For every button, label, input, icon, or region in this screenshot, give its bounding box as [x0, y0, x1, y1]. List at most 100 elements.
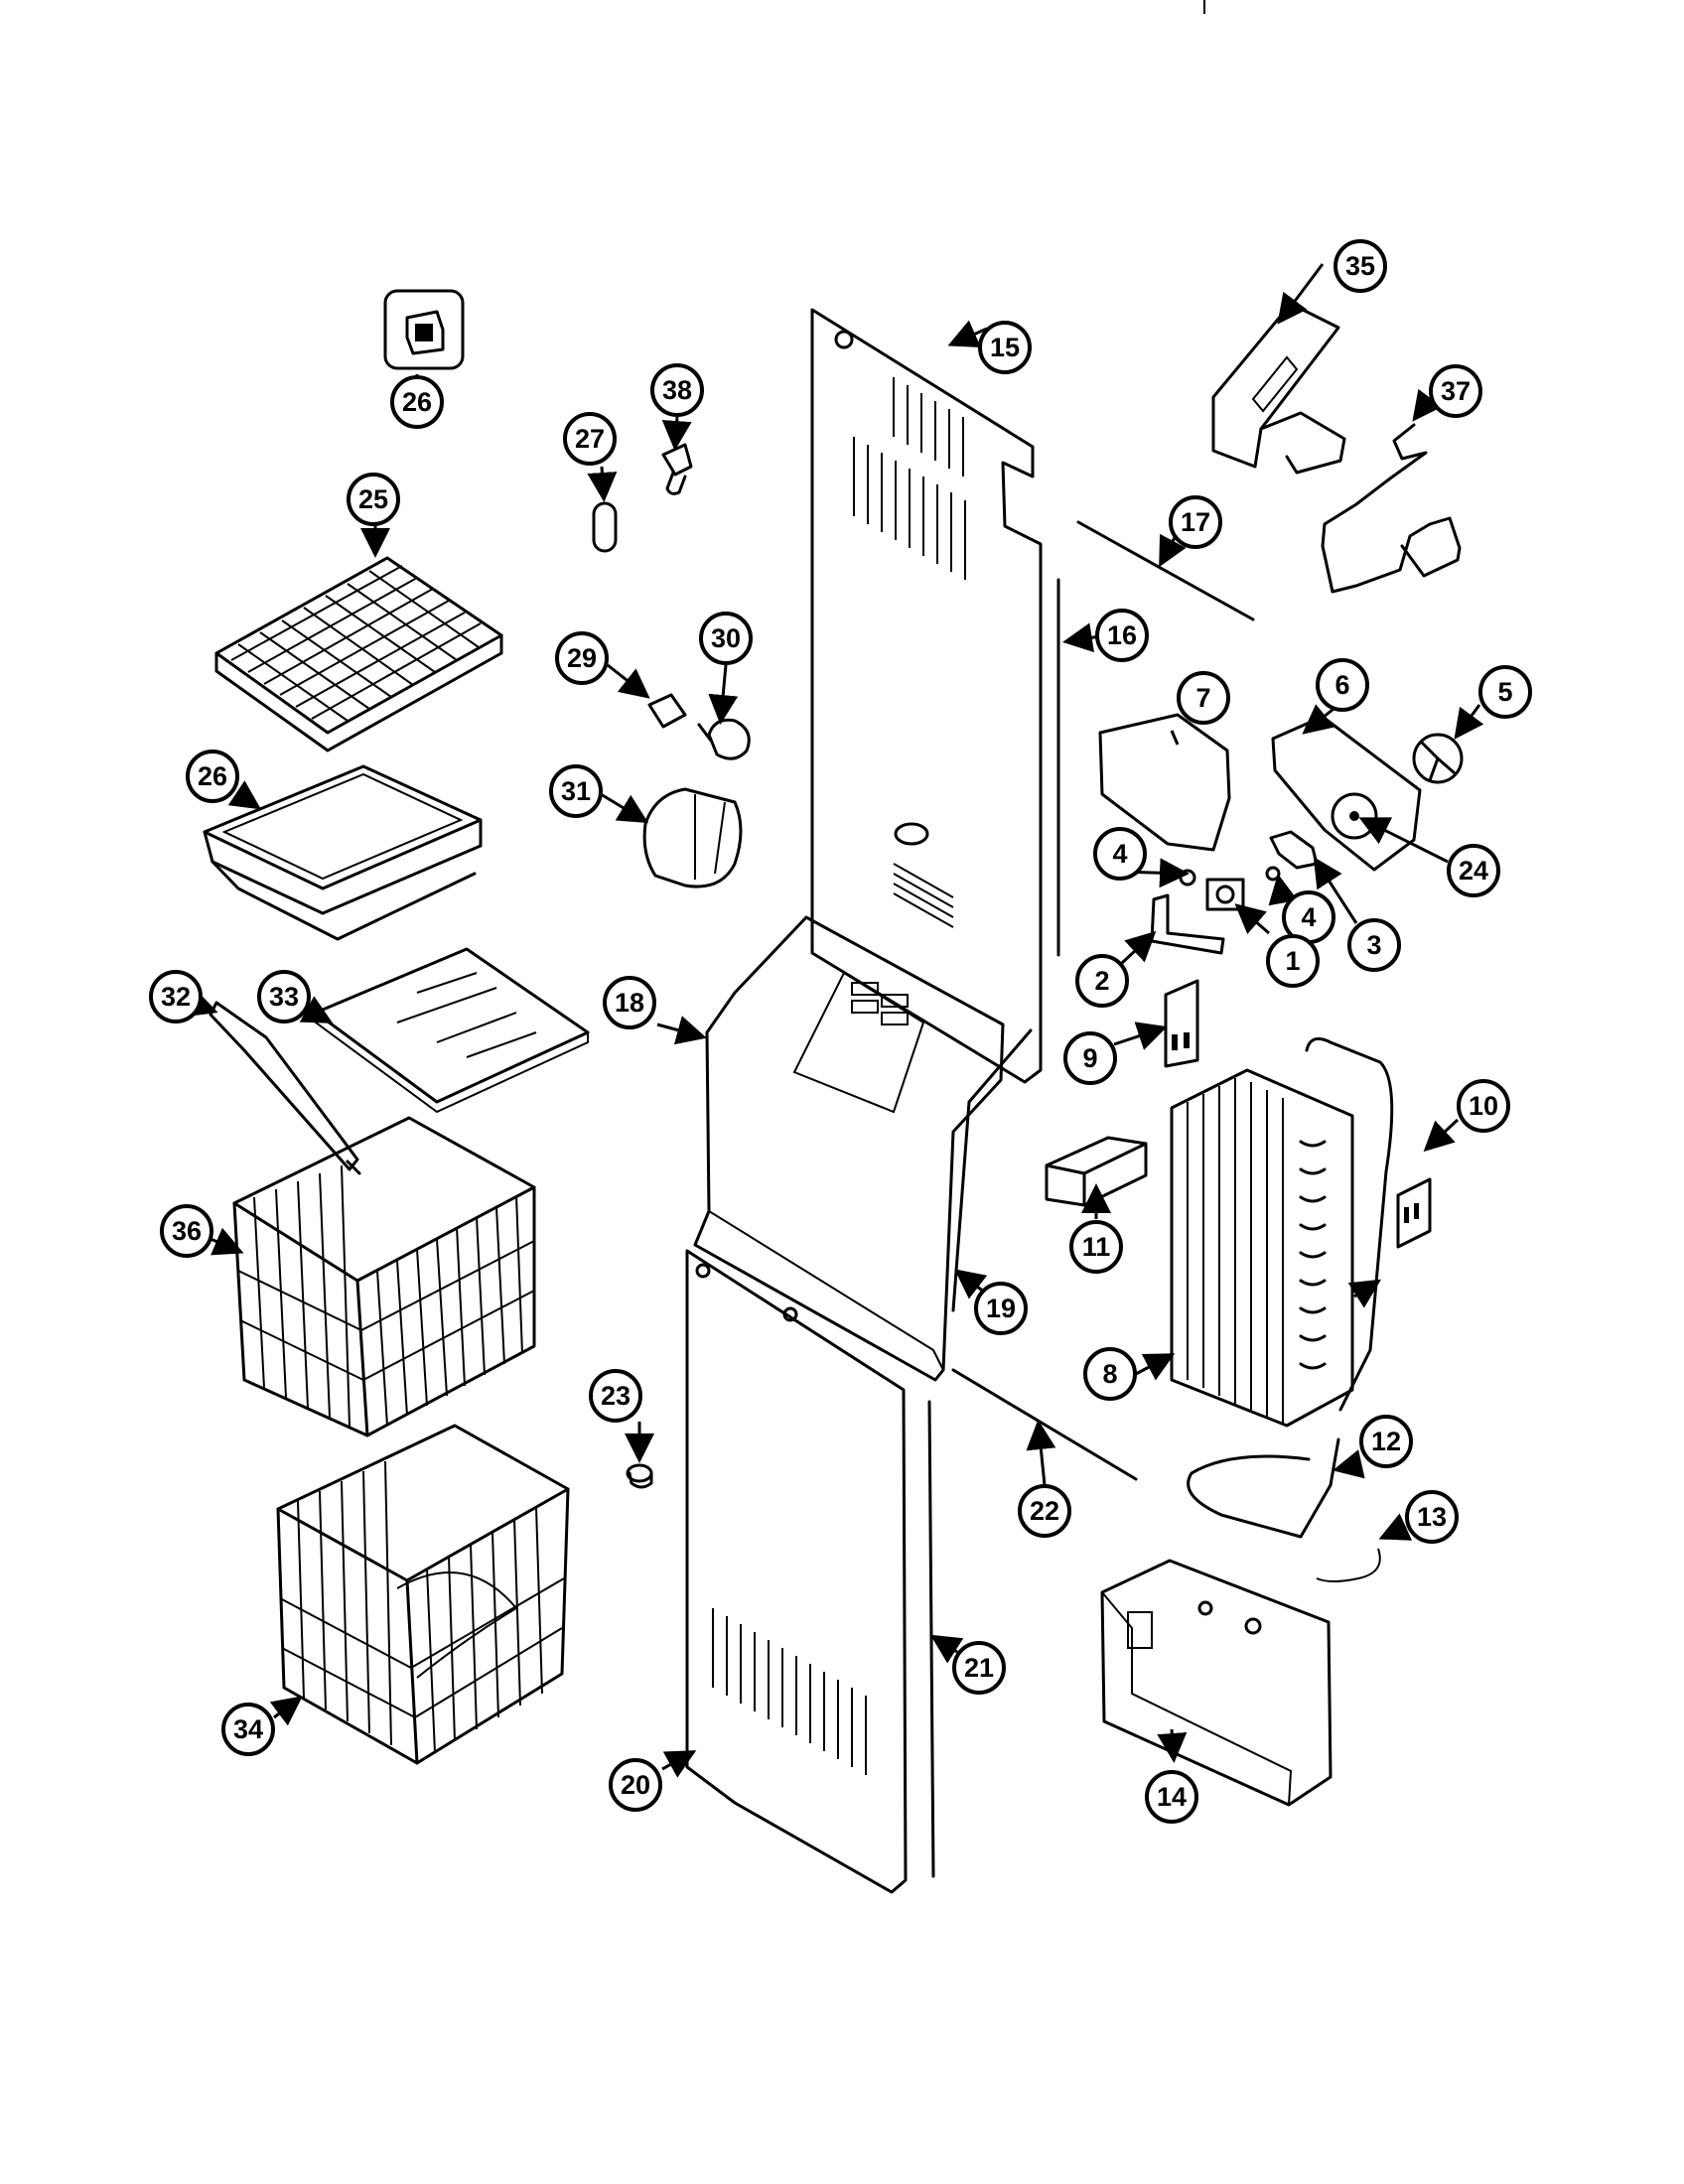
svg-text:14: 14: [1157, 1782, 1187, 1812]
motor-bracket-part: [1269, 830, 1319, 870]
svg-text:3: 3: [1366, 930, 1381, 960]
plug-part: [626, 1463, 653, 1489]
fan-motor-part: [1205, 878, 1245, 911]
wire-basket-lower-part: [276, 1424, 570, 1765]
svg-text:13: 13: [1417, 1502, 1447, 1532]
svg-text:20: 20: [621, 1770, 650, 1800]
callout-31: 31: [549, 764, 603, 818]
callout-15: 15: [978, 321, 1032, 374]
callout-37: 36: [160, 1204, 213, 1258]
callout-20: 20: [609, 1758, 662, 1812]
strip-17-part: [1076, 520, 1255, 621]
bracket-35-part: [1211, 302, 1346, 475]
svg-text:35: 35: [1345, 251, 1375, 281]
svg-text:6: 6: [1334, 670, 1349, 700]
bulb-part: [697, 718, 751, 760]
callout-7: 7: [1177, 671, 1230, 725]
callout-8: 8: [1083, 1347, 1137, 1401]
svg-text:8: 8: [1102, 1359, 1117, 1389]
svg-text:5: 5: [1497, 677, 1512, 707]
callout-12: 12: [1359, 1415, 1413, 1468]
svg-text:4: 4: [1301, 902, 1316, 932]
clip-9-part: [1164, 979, 1199, 1068]
svg-text:22: 22: [1030, 1496, 1059, 1526]
callout-24: 24: [1447, 844, 1500, 897]
wire-13-part: [1316, 1548, 1381, 1582]
svg-text:36: 36: [172, 1216, 202, 1246]
lower-panel-part: [685, 1249, 908, 1894]
svg-text:31: 31: [561, 776, 591, 806]
svg-text:37: 37: [1441, 376, 1471, 406]
callout-3: 3: [1347, 918, 1401, 972]
light-cover-part: [642, 787, 743, 888]
grid-shelf-part: [214, 556, 503, 752]
svg-text:25: 25: [358, 484, 388, 514]
callout-36: 37: [1429, 364, 1482, 418]
svg-text:4: 4: [1112, 839, 1127, 869]
clip-10-part: [1396, 1177, 1432, 1249]
svg-text:21: 21: [964, 1653, 994, 1683]
wire-basket-upper-part: [232, 1116, 536, 1437]
callout-33: 33: [257, 970, 311, 1024]
cover-7-part: [1098, 713, 1231, 852]
callout-10: 10: [1457, 1079, 1510, 1133]
callout-28: 26: [390, 375, 444, 429]
bracket-2-part: [1150, 893, 1225, 955]
callout-18: 18: [603, 976, 656, 1029]
callout-29: 29: [555, 631, 609, 685]
drain-pan-part: [1100, 1559, 1333, 1807]
svg-text:18: 18: [615, 988, 644, 1018]
leader-lines: [185, 263, 1484, 1778]
evaporator-part: [1170, 1036, 1394, 1428]
callout-17: 17: [1169, 495, 1222, 549]
callout-27: 27: [563, 412, 617, 466]
svg-text:26: 26: [198, 761, 227, 791]
center-panel-part: [693, 915, 1005, 1382]
svg-text:9: 9: [1082, 1043, 1097, 1073]
callout-25: 25: [347, 473, 400, 526]
svg-text:17: 17: [1181, 507, 1210, 537]
callout-35: 35: [1333, 239, 1387, 293]
callout-32: 32: [149, 970, 203, 1024]
callout-5: 5: [1478, 665, 1532, 719]
svg-text:38: 38: [662, 375, 692, 405]
fan-housing-part: [1271, 715, 1422, 872]
callout-11: 11: [1069, 1220, 1123, 1274]
svg-text:26: 26: [402, 387, 432, 417]
callout-2: 2: [1075, 954, 1129, 1008]
svg-text:32: 32: [161, 982, 191, 1012]
pan-part: [203, 764, 483, 941]
callout-9: 9: [1063, 1031, 1117, 1085]
svg-text:11: 11: [1082, 1232, 1111, 1262]
svg-text:19: 19: [986, 1294, 1016, 1323]
svg-text:15: 15: [990, 333, 1020, 362]
svg-text:29: 29: [567, 643, 597, 673]
trim-strip-21-part: [927, 1400, 935, 1878]
svg-text:12: 12: [1371, 1427, 1401, 1456]
upper-panel-part: [810, 308, 1043, 1084]
nut-part: [1265, 866, 1281, 882]
svg-text:34: 34: [233, 1714, 263, 1744]
svg-text:23: 23: [601, 1381, 631, 1411]
clip-part: [661, 443, 693, 495]
callout-23: 23: [589, 1369, 642, 1423]
glass-shelf-part: [314, 947, 590, 1114]
svg-text:30: 30: [711, 623, 741, 653]
lens-part: [592, 501, 618, 553]
callout-14: 14: [1145, 1770, 1198, 1824]
callout-16: 16: [1095, 609, 1149, 662]
socket-part: [647, 693, 687, 729]
svg-text:7: 7: [1195, 683, 1210, 713]
svg-text:33: 33: [269, 982, 299, 1012]
wire-36-part: [1321, 423, 1462, 594]
svg-text:2: 2: [1094, 966, 1109, 996]
fan-blade-part: [1412, 733, 1464, 784]
callout-4-left: 4: [1093, 827, 1147, 881]
callout-19: 19: [974, 1282, 1028, 1335]
svg-text:24: 24: [1459, 856, 1488, 886]
callout-34: 34: [221, 1703, 275, 1756]
callout-1: 1: [1266, 934, 1320, 988]
svg-text:1: 1: [1285, 946, 1300, 976]
callout-30: 30: [699, 612, 753, 665]
